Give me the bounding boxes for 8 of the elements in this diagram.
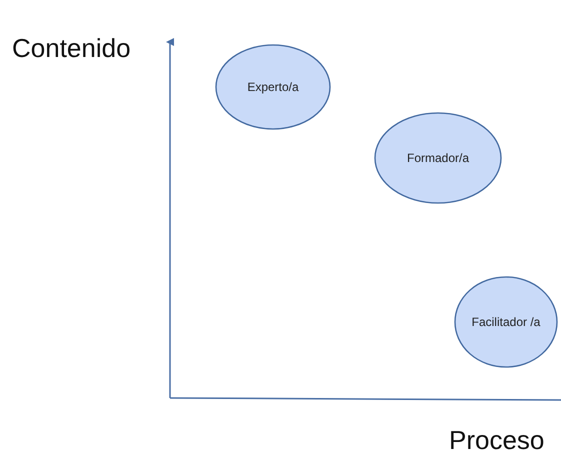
ellipse-node [374,112,502,204]
horizontal-axis-label: Proceso [449,425,544,455]
ellipse-node [454,276,558,368]
ellipse-node [215,44,331,130]
vertical-axis-label: Contenido [12,33,131,64]
node-label: Facilitador /a [472,315,540,329]
node-label: Experto/a [247,80,299,94]
node-label: Formador/a [406,151,470,165]
